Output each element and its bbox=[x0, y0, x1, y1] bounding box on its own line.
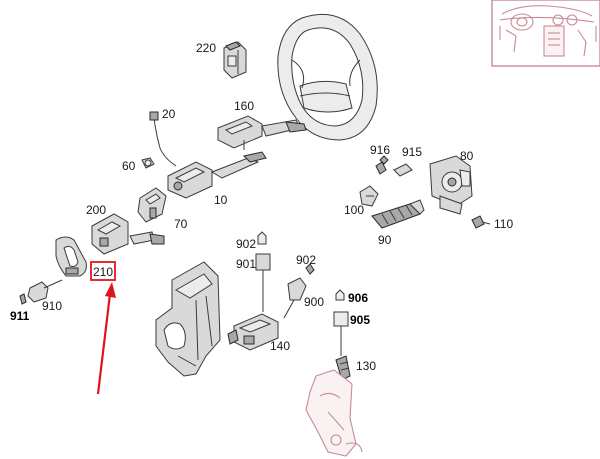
label-910: 910 bbox=[42, 299, 62, 313]
label-915: 915 bbox=[402, 145, 422, 159]
part-90[interactable] bbox=[371, 199, 425, 229]
label-220: 220 bbox=[196, 41, 216, 55]
overview-inset[interactable] bbox=[491, 0, 600, 67]
part-130[interactable] bbox=[335, 355, 351, 381]
part-220[interactable] bbox=[223, 41, 247, 79]
part-902b[interactable] bbox=[305, 263, 315, 275]
label-70: 70 bbox=[174, 217, 188, 231]
label-60: 60 bbox=[122, 159, 136, 173]
part-70[interactable] bbox=[137, 187, 167, 223]
part-10[interactable] bbox=[167, 151, 267, 199]
part-916[interactable] bbox=[375, 155, 389, 175]
dashboard-thumbnail bbox=[499, 5, 597, 57]
label-160: 160 bbox=[234, 99, 254, 113]
label-200: 200 bbox=[86, 203, 106, 217]
label-905: 905 bbox=[350, 313, 370, 327]
label-140: 140 bbox=[270, 339, 290, 353]
part-200[interactable] bbox=[91, 213, 165, 255]
part-906[interactable] bbox=[335, 289, 345, 301]
label-902a: 902 bbox=[236, 237, 256, 251]
part-60[interactable] bbox=[141, 157, 155, 169]
steering-wheel[interactable] bbox=[277, 13, 378, 141]
part-905[interactable] bbox=[333, 311, 349, 356]
pointer-arrow bbox=[96, 282, 116, 395]
steering-column-bracket[interactable] bbox=[155, 261, 221, 377]
label-900: 900 bbox=[304, 295, 324, 309]
label-90: 90 bbox=[378, 233, 392, 247]
label-110: 110 bbox=[494, 217, 513, 231]
label-210: 210 bbox=[93, 265, 113, 279]
label-911: 911 bbox=[10, 309, 30, 323]
highlight-box bbox=[90, 261, 116, 281]
label-100: 100 bbox=[344, 203, 364, 217]
part-910[interactable] bbox=[27, 279, 63, 303]
part-110[interactable] bbox=[471, 215, 491, 229]
label-902b: 902 bbox=[296, 253, 316, 267]
label-130: 130 bbox=[356, 359, 376, 373]
part-915[interactable] bbox=[393, 163, 413, 177]
pedal-bracket bbox=[305, 369, 363, 457]
part-160[interactable] bbox=[217, 115, 307, 150]
label-906: 906 bbox=[348, 291, 368, 305]
part-20[interactable] bbox=[149, 111, 177, 167]
part-902a[interactable] bbox=[257, 231, 267, 245]
part-901[interactable] bbox=[255, 253, 271, 312]
label-80: 80 bbox=[460, 149, 474, 163]
part-80[interactable] bbox=[429, 155, 473, 215]
label-916: 916 bbox=[370, 143, 390, 157]
label-901: 901 bbox=[236, 257, 256, 271]
label-20: 20 bbox=[162, 107, 176, 121]
label-10: 10 bbox=[214, 193, 228, 207]
part-900[interactable] bbox=[283, 277, 307, 319]
part-210[interactable] bbox=[55, 236, 87, 277]
part-100[interactable] bbox=[359, 185, 379, 207]
part-140[interactable] bbox=[227, 313, 279, 351]
part-911[interactable] bbox=[19, 293, 27, 305]
